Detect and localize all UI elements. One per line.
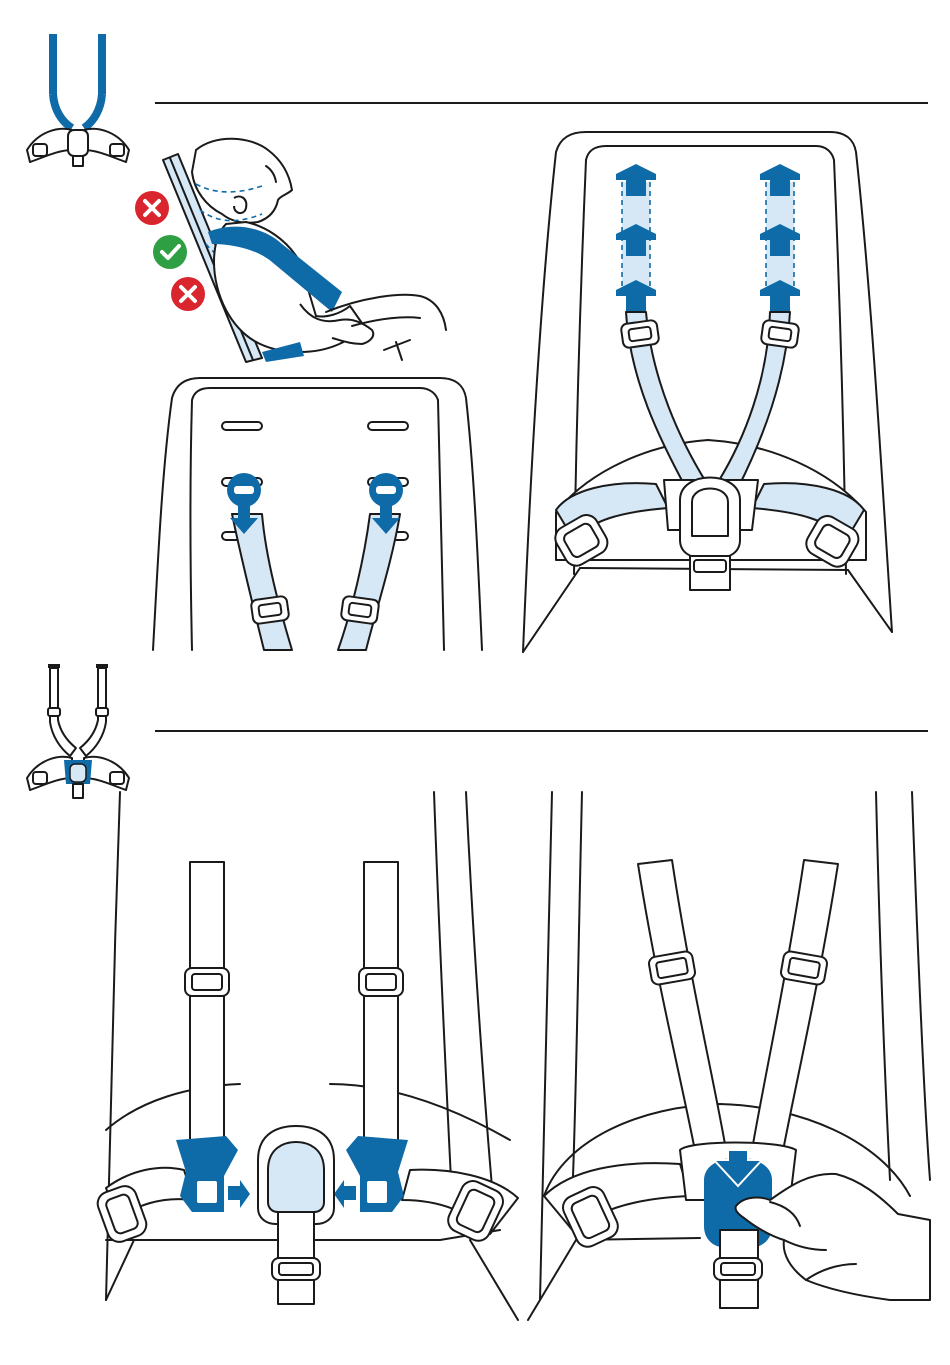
step-1-harness-icon [27, 34, 129, 166]
step-2-harness-icon [27, 664, 129, 798]
wrong-position-top-icon [135, 191, 169, 225]
insert-buckle-tongues-illustration [94, 792, 518, 1320]
press-buckle-release-illustration [528, 792, 930, 1320]
higher-slots-illustration [523, 132, 892, 652]
correct-position-icon [153, 235, 187, 269]
shoulder-height-check-illustration [135, 139, 446, 362]
wrong-position-bottom-icon [171, 277, 205, 311]
remove-straps-illustration [153, 378, 482, 650]
